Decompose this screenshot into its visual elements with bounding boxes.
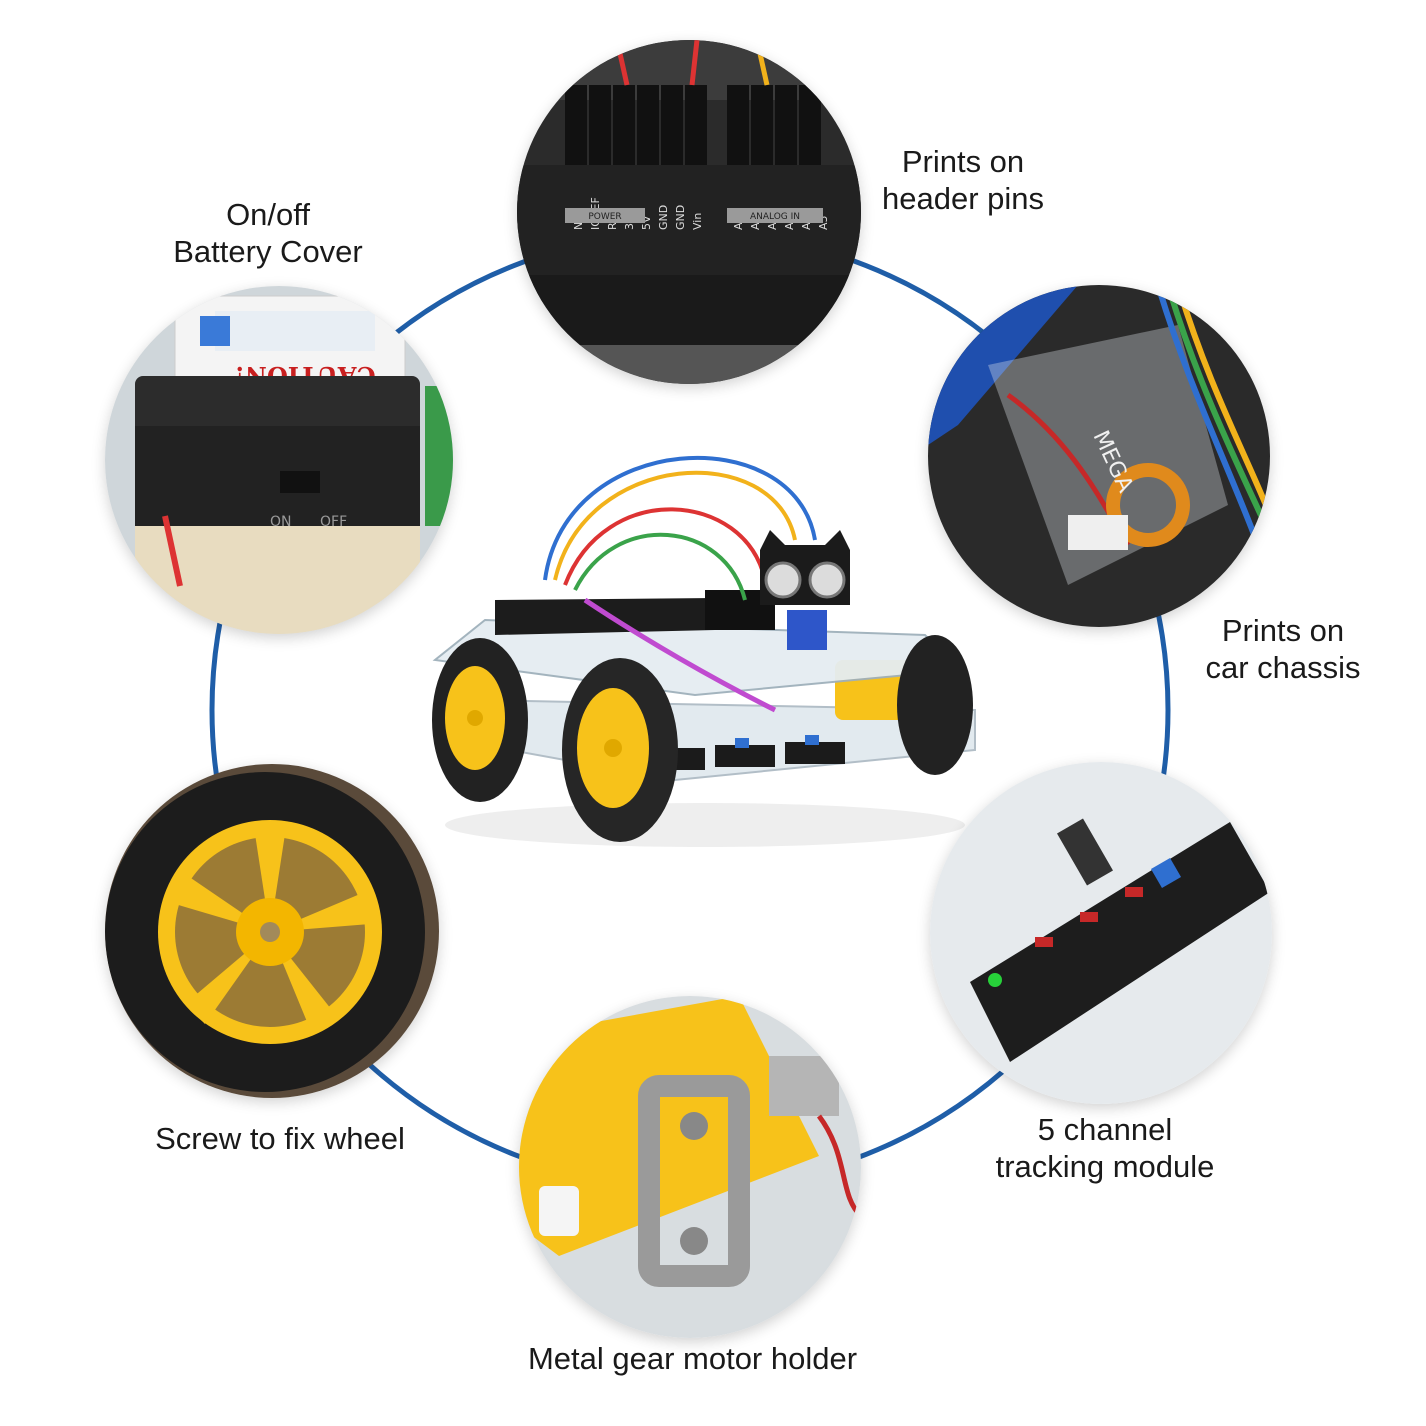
wheel-photo	[105, 764, 439, 1098]
header-pins-label-line-1: Prints on	[901, 144, 1025, 179]
battery-cover-photo: CAUTION! ON OFF	[105, 286, 453, 634]
header-pins-photo: NC IOREF RST 3V3 5V GND GND Vin A0 A1 A2…	[517, 40, 861, 384]
header-pins-label-line-2: header pins	[881, 181, 1044, 216]
tracking-module-label: 5 channel tracking module	[960, 1111, 1250, 1185]
tracking-module-label-line-1: 5 channel	[1037, 1112, 1173, 1147]
power-section-label: POWER	[588, 212, 621, 222]
header-pins-label: Prints on header pins	[858, 143, 1068, 217]
pin-label-gnd: GND	[657, 205, 670, 230]
motor-holder-photo	[519, 996, 861, 1338]
tracking-module-photo	[930, 762, 1272, 1104]
wheel-screw-label-line-1: Screw to fix wheel	[155, 1121, 405, 1156]
battery-cover-label: On/off Battery Cover	[148, 196, 388, 270]
battery-cover-label-line-1: On/off	[226, 197, 310, 232]
battery-cover-label-line-2: Battery Cover	[173, 234, 363, 269]
tracking-module-label-line-2: tracking module	[995, 1149, 1215, 1184]
car-chassis-label: Prints on car chassis	[1168, 612, 1398, 686]
pin-label-gnd-2: GND	[674, 205, 687, 230]
pin-label-vin: Vin	[691, 213, 704, 230]
analog-in-section-label: ANALOG IN	[750, 212, 800, 222]
motor-holder-label-line-1: Metal gear motor holder	[527, 1341, 858, 1376]
wheel-screw-label: Screw to fix wheel	[130, 1120, 430, 1157]
car-chassis-photo: MEGA	[928, 285, 1270, 627]
car-chassis-label-line-1: Prints on	[1221, 613, 1345, 648]
motor-holder-label: Metal gear motor holder	[490, 1340, 895, 1377]
car-chassis-label-line-2: car chassis	[1205, 650, 1361, 685]
robot-car-image	[432, 456, 976, 847]
